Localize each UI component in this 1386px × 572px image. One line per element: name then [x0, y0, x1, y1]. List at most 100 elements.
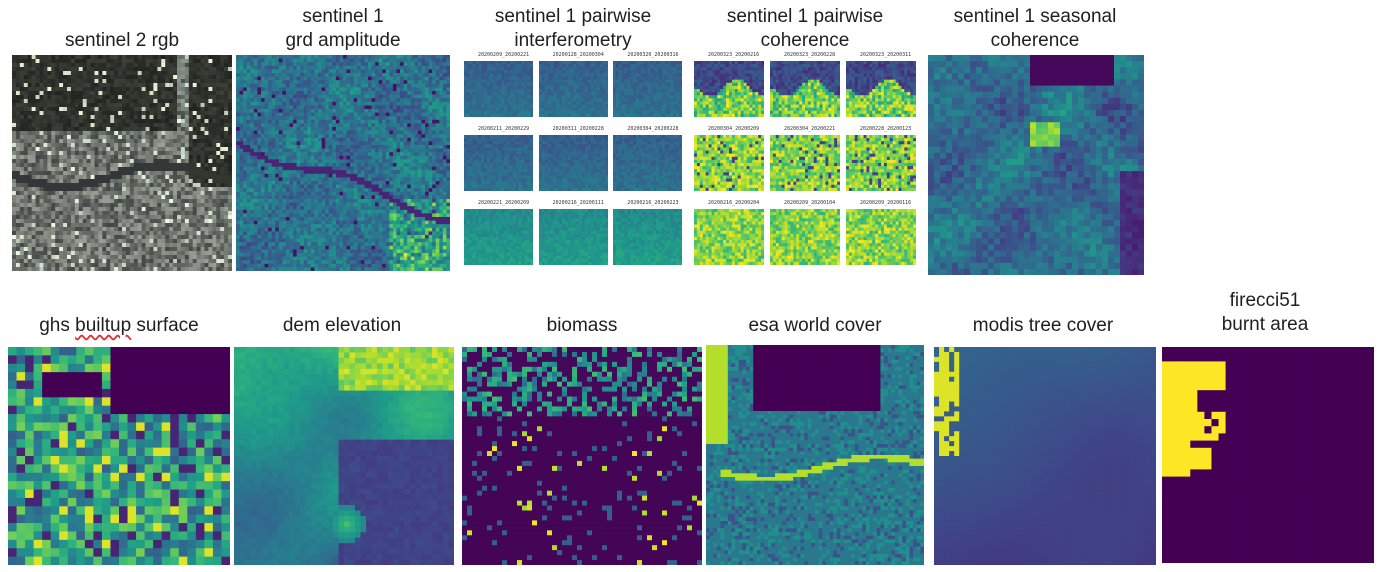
s2-pixel [94, 83, 100, 88]
grd-pixel [389, 127, 394, 132]
grd-pixel [260, 159, 266, 164]
s2-pixel [220, 119, 225, 124]
s2-pixel [173, 55, 178, 60]
spellcheck-underline: builtup [75, 315, 131, 336]
s2-pixel [102, 179, 107, 184]
s2-pixel [149, 87, 155, 92]
s2-pixel [43, 267, 48, 271]
grd-pixel [307, 80, 312, 85]
s2-pixel [74, 67, 80, 72]
grd-pixel [307, 155, 312, 160]
s2-pixel [67, 63, 72, 68]
s2-pixel [161, 87, 166, 92]
grd-pixel [293, 166, 298, 171]
s2-pixel [220, 159, 225, 164]
grd-pixel [375, 101, 380, 106]
s2-pixel [122, 107, 127, 112]
grd-pixel [314, 148, 319, 153]
s2-pixel [196, 239, 202, 244]
grd-pixel [414, 137, 419, 142]
grd-pixel [385, 163, 390, 168]
s2-pixel [70, 163, 76, 168]
s2-pixel [228, 143, 232, 148]
s2-pixel [43, 119, 48, 124]
grd-pixel [271, 155, 276, 160]
grd-pixel [375, 112, 380, 117]
s2-pixel [169, 191, 174, 196]
grd-pixel [371, 65, 376, 70]
s2-pixel [200, 91, 206, 96]
s2-pixel [70, 207, 76, 212]
s2-pixel [228, 247, 232, 252]
grd-pixel [425, 127, 430, 132]
grd-pixel [246, 109, 251, 114]
s2-pixel [133, 235, 139, 240]
s2-pixel [102, 87, 107, 92]
s2-pixel [228, 215, 232, 220]
s2-pixel [200, 87, 206, 92]
grd-pixel [403, 83, 408, 88]
s2-pixel [220, 135, 225, 140]
s2-pixel [19, 191, 25, 196]
s2-pixel [63, 211, 68, 216]
s2-pixel [129, 171, 135, 176]
grd-pixel [410, 76, 415, 81]
s2-pixel [125, 63, 131, 68]
grd-pixel [435, 94, 440, 99]
grd-pixel [328, 109, 333, 114]
s2-pixel [63, 207, 68, 212]
s2-pixel [110, 127, 115, 132]
grd-pixel [257, 105, 262, 110]
s2-pixel [224, 135, 229, 140]
s2-pixel [90, 159, 96, 164]
s2-pixel [188, 99, 194, 104]
grd-pixel [257, 62, 262, 67]
s2-pixel [184, 119, 190, 124]
grd-pixel [392, 148, 398, 153]
s2-pixel [12, 111, 17, 116]
s2-pixel [43, 147, 48, 152]
s2-pixel [27, 131, 33, 136]
s2-pixel [165, 243, 170, 248]
s2-pixel [129, 135, 135, 140]
grd-pixel [307, 123, 312, 128]
grd-pixel [296, 170, 301, 175]
s2-pixel [94, 131, 100, 136]
s2-pixel [137, 191, 143, 196]
s2-pixel [110, 267, 115, 271]
s2-pixel [43, 115, 48, 120]
s2-pixel [31, 115, 37, 120]
s2-pixel [59, 71, 64, 76]
s2-pixel [224, 255, 229, 260]
grd-pixel [321, 112, 326, 117]
s2-pixel [106, 175, 111, 180]
s2-pixel [141, 199, 147, 204]
grd-pixel [357, 152, 362, 157]
grd-pixel [371, 141, 376, 146]
s2-pixel [161, 95, 166, 100]
s2-pixel [137, 151, 143, 156]
s2-pixel [70, 211, 76, 216]
s2-pixel [149, 135, 155, 140]
grd-pixel [268, 101, 273, 106]
s2-pixel [188, 123, 194, 128]
s2-pixel [106, 219, 111, 224]
s2-pixel [137, 147, 143, 152]
s2-pixel [153, 135, 158, 140]
s2-pixel [169, 211, 174, 216]
s2-pixel [118, 235, 123, 240]
s2-pixel [161, 187, 166, 192]
grd-pixel [264, 134, 269, 139]
s2-pixel [114, 135, 119, 140]
grd-pixel [264, 87, 269, 92]
s2-pixel [47, 131, 52, 136]
s2-pixel [70, 111, 76, 116]
grd-pixel [353, 73, 358, 78]
s2-pixel [39, 179, 45, 184]
s2-pixel [125, 71, 131, 76]
s2-pixel [173, 103, 178, 108]
s2-pixel [129, 103, 135, 108]
s2-pixel [180, 151, 186, 156]
s2-pixel [165, 183, 170, 188]
grd-pixel [414, 65, 419, 70]
